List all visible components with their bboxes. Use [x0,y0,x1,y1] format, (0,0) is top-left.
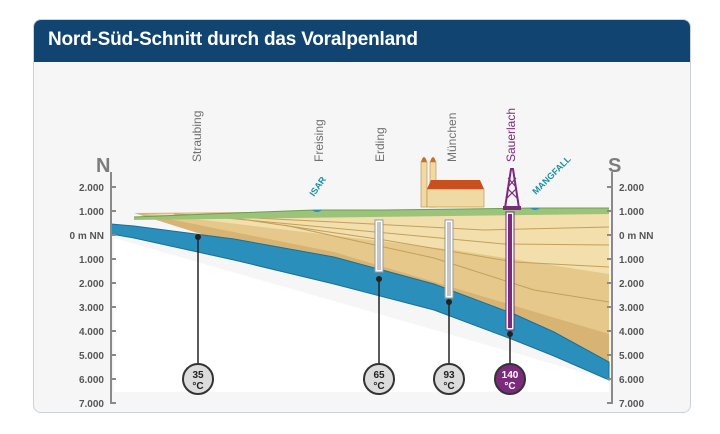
temp-unit: °C [504,381,515,392]
depth-tick-label: 6.000 [619,375,644,386]
city-label-freising: Freising [312,119,326,162]
church-icon [420,157,485,208]
temp-value: 35 [192,370,204,381]
river-label-isar: ISAR [307,174,328,198]
river-isar-mark [312,210,322,212]
depth-tick-label: 1.000 [619,255,644,266]
river-label-mangfall: MANGFALL [530,154,573,197]
depth-tick-label: 0 m NN [70,231,104,242]
city-label-munchen: München [445,113,459,162]
depth-tick-label: 2.000 [79,183,104,194]
borehole-sauerlach-fill [508,214,512,328]
temperature-probe-straubing: 35 °C [182,234,214,395]
temp-unit: °C [192,381,203,392]
depth-tick-label: 6.000 [79,375,104,386]
depth-tick-label: 1.000 [79,255,104,266]
cross-section-card: Nord-Süd-Schnitt durch das Voralpenland … [33,19,691,413]
depth-tick-label: 7.000 [79,399,104,410]
depth-tick-label: 3.000 [619,303,644,314]
depth-ticks-left: 2.000 1.000 0 m NN 1.000 2.000 3.000 4.000 5.00… [70,183,116,410]
depth-tick-label: 4.000 [619,327,644,338]
header-bar: Nord-Süd-Schnitt durch das Voralpenland [34,20,690,62]
temp-unit: °C [443,381,454,392]
page-title: Nord-Süd-Schnitt durch das Voralpenland [48,29,418,50]
depth-ticks-right: 2.000 1.000 0 m NN 1.000 2.000 3.000 4.000 5.00… [607,183,653,410]
depth-tick-label: 5.000 [79,351,104,362]
borehole-erding-fill [377,222,381,270]
temperature-probe-munchen: 93 °C [433,299,465,395]
depth-tick-label: 0 m NN [619,231,653,242]
depth-tick-label: 1.000 [79,207,104,218]
city-label-sauerlach: Sauerlach [504,108,518,162]
borehole-munchen-fill [447,222,451,296]
temperature-probe-erding: 65 °C [363,276,395,395]
temp-value: 93 [443,370,455,381]
drilling-rig-icon [503,168,521,210]
cross-section-diagram: ISAR MANGFALL [70,108,654,410]
city-label-erding: Erding [373,127,387,162]
surface-layer [134,208,609,220]
sediment-layer-light [154,210,609,274]
temp-unit: °C [373,381,384,392]
depth-tick-label: 2.000 [619,183,644,194]
basement-layer [114,238,609,392]
depth-tick-label: 2.000 [619,279,644,290]
temp-value: 140 [502,370,519,381]
north-label: N [96,155,110,177]
south-label: S [608,155,621,177]
depth-tick-label: 7.000 [619,399,644,410]
depth-tick-label: 1.000 [619,207,644,218]
river-mangfall-mark [530,208,540,210]
depth-tick-label: 5.000 [619,351,644,362]
depth-tick-label: 2.000 [79,279,104,290]
depth-tick-label: 3.000 [79,303,104,314]
temp-value: 65 [373,370,385,381]
depth-tick-label: 4.000 [79,327,104,338]
temperature-probe-sauerlach: 140 °C [494,331,526,395]
city-label-straubing: Straubing [190,111,204,162]
